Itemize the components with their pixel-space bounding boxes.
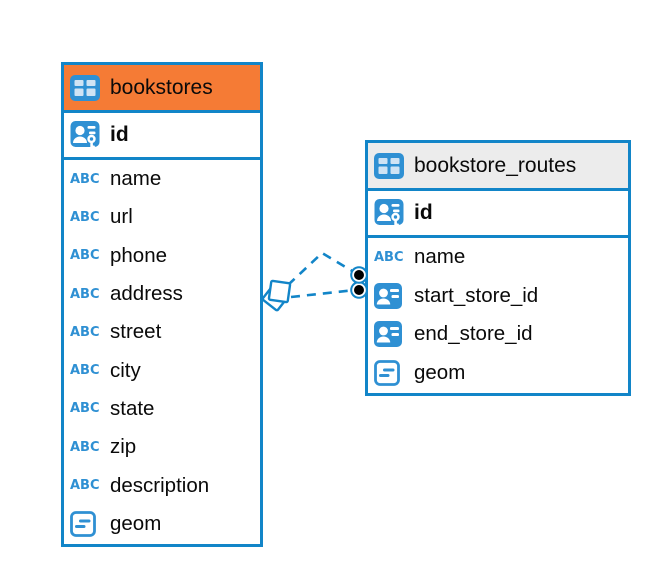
column-row[interactable]: ABC zip — [64, 428, 260, 466]
primary-key-icon — [70, 120, 102, 150]
column-name: url — [110, 205, 133, 229]
column-row[interactable]: ABC state — [64, 390, 260, 428]
column-row[interactable]: ABC name — [368, 238, 628, 277]
column-row[interactable]: end_store_id — [368, 315, 628, 354]
column-name: phone — [110, 243, 168, 267]
column-name: address — [110, 282, 183, 306]
text-type-icon: ABC — [70, 363, 100, 379]
text-type-icon: ABC — [374, 249, 404, 265]
entity-header[interactable]: bookstore_routes — [368, 143, 628, 191]
column-name: street — [110, 320, 162, 344]
table-icon — [374, 152, 406, 179]
entity-bookstores[interactable]: bookstores id ABC na — [61, 62, 263, 547]
column-name: end_store_id — [414, 322, 533, 346]
column-row[interactable]: ABC address — [64, 275, 260, 313]
column-name: zip — [110, 435, 137, 459]
column-name: state — [110, 396, 155, 420]
column-row[interactable]: geom — [64, 505, 260, 543]
entity-columns: ABC name ABC url ABC phone ABC address A… — [64, 160, 260, 543]
foreign-key-icon — [374, 321, 406, 348]
column-row[interactable]: ABC city — [64, 351, 260, 389]
text-type-icon: ABC — [70, 401, 100, 417]
column-name: description — [110, 473, 210, 497]
text-type-icon: ABC — [70, 209, 100, 225]
geometry-type-icon — [374, 359, 406, 386]
relationship-line — [290, 288, 356, 299]
relationship-lines[interactable] — [255, 238, 380, 323]
column-row[interactable]: id — [64, 113, 260, 160]
column-name: id — [110, 123, 129, 146]
entity-columns: ABC name start_store_id — [368, 238, 628, 392]
column-row[interactable]: ABC street — [64, 313, 260, 351]
column-row[interactable]: ABC phone — [64, 237, 260, 275]
column-name: geom — [414, 360, 466, 384]
column-row[interactable]: start_store_id — [368, 277, 628, 316]
primary-key-icon — [374, 198, 406, 228]
foreign-key-icon — [374, 282, 406, 309]
column-row[interactable]: id — [368, 191, 628, 238]
column-row[interactable]: ABC url — [64, 198, 260, 236]
text-type-icon: ABC — [70, 286, 100, 302]
text-type-icon: ABC — [70, 171, 100, 187]
column-name: id — [414, 201, 433, 224]
column-name: geom — [110, 511, 162, 535]
column-name: name — [110, 167, 162, 191]
column-row[interactable]: ABC description — [64, 466, 260, 504]
optional-parent-marker — [261, 279, 292, 312]
text-type-icon: ABC — [70, 248, 100, 264]
entity-header[interactable]: bookstores — [64, 65, 260, 113]
text-type-icon: ABC — [70, 324, 100, 340]
geometry-type-icon — [70, 510, 102, 537]
column-name: start_store_id — [414, 283, 539, 307]
relationship-line — [287, 251, 360, 286]
column-row[interactable]: ABC name — [64, 160, 260, 198]
entity-title: bookstores — [110, 75, 213, 99]
column-name: city — [110, 358, 141, 382]
text-type-icon: ABC — [70, 439, 100, 455]
entity-title: bookstore_routes — [414, 153, 577, 177]
column-name: name — [414, 245, 466, 269]
text-type-icon: ABC — [70, 478, 100, 494]
table-icon — [70, 74, 102, 101]
entity-bookstore-routes[interactable]: bookstore_routes id ABC — [365, 140, 631, 396]
column-row[interactable]: geom — [368, 354, 628, 393]
